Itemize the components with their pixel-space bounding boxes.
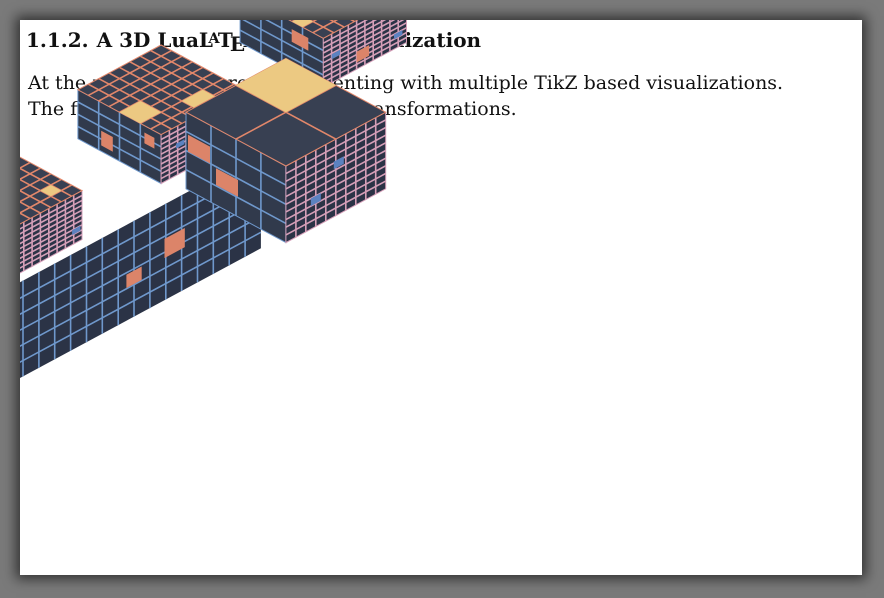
cube-middle-top-gridline bbox=[87, 49, 172, 97]
cube-front-left-gridline bbox=[185, 168, 287, 225]
cube-right-right-gridline bbox=[322, 22, 407, 69]
section-title-prefix: A 3D Lua bbox=[96, 28, 199, 52]
cube-front-right-gridline bbox=[285, 149, 387, 206]
cube-front-right-gridline bbox=[285, 119, 387, 175]
cube-right-top-highlight bbox=[292, 20, 313, 28]
cube-front-top-highlight bbox=[236, 58, 336, 113]
lower-block-front-gridline bbox=[20, 231, 262, 364]
lower-block-highlight bbox=[164, 228, 185, 259]
cube-front-right-gridline bbox=[285, 172, 387, 228]
cube-right-right-gridline bbox=[322, 20, 387, 54]
cube-right-left-gridline bbox=[242, 20, 324, 64]
cube-right-left-highlight bbox=[291, 29, 309, 51]
cube-left-right-gridline bbox=[20, 219, 83, 255]
cube-right-top-gridline bbox=[308, 20, 335, 34]
cube-middle-left-gridline bbox=[77, 125, 162, 173]
cube-left-top-gridline bbox=[20, 189, 52, 209]
cube-right-left-gridline bbox=[239, 29, 324, 76]
cube-front-right-gridline bbox=[285, 165, 387, 221]
cube-left-right-gridline bbox=[20, 199, 83, 235]
cube-front-left-highlight bbox=[188, 134, 210, 164]
document-page: 1.1.2.A 3D LuaLATEX-based visualization … bbox=[20, 20, 862, 575]
cube-middle-left-highlight bbox=[101, 130, 113, 152]
lower-block-front-gridline bbox=[20, 199, 262, 332]
cube-right-right-gridline bbox=[322, 20, 369, 44]
cube-left-right-highlight bbox=[72, 225, 81, 236]
cube-left-top-gridline bbox=[20, 184, 72, 214]
cube-left-right-gridline bbox=[20, 209, 83, 245]
cube-right-left-gridline bbox=[264, 20, 324, 52]
cube-middle-left-gridline bbox=[77, 113, 162, 160]
cube-right-right-highlight bbox=[394, 30, 403, 40]
cube-front-left-highlight bbox=[216, 168, 238, 197]
cube-right-right-border bbox=[322, 20, 407, 89]
cube-left-right-gridline bbox=[20, 229, 83, 265]
cube-right-right-gridline bbox=[322, 20, 378, 49]
cube-middle-top-gridline bbox=[98, 55, 183, 102]
cube-front-right-gridline bbox=[285, 157, 387, 213]
cube-right-right-gridline bbox=[322, 20, 396, 59]
cube-middle-top-gridline bbox=[108, 61, 193, 108]
cube-left-top-highlight bbox=[40, 185, 62, 197]
cube-left-top-gridline bbox=[20, 167, 41, 181]
lower-block-highlight bbox=[126, 266, 142, 289]
cube-front-right-gridline bbox=[285, 126, 387, 183]
cube-right-right-gridline bbox=[322, 36, 407, 84]
lower-block-front-gridline bbox=[20, 183, 262, 316]
cube-right-right-highlight bbox=[356, 45, 370, 63]
cube-right-top-gridline bbox=[312, 20, 339, 34]
cube-left-right-gridline bbox=[20, 233, 83, 269]
cube-middle-right-highlight bbox=[176, 139, 185, 149]
lower-block-front-gridline bbox=[20, 215, 262, 348]
cube-left-right-gridline bbox=[20, 224, 83, 260]
cube-left-top-border bbox=[20, 156, 84, 225]
cube-front-right-highlight bbox=[333, 156, 344, 170]
cube-left-right-gridline bbox=[20, 194, 83, 230]
cube-front-right-highlight bbox=[310, 193, 321, 207]
cube-left-right-gridline bbox=[20, 204, 83, 240]
cube-front-right-gridline bbox=[285, 180, 387, 236]
cube-middle-top-gridline bbox=[150, 83, 235, 130]
cube-right-right-highlight bbox=[331, 49, 340, 60]
cube-middle-top-gridline bbox=[119, 66, 204, 113]
section-number: 1.1.2. bbox=[26, 28, 89, 52]
cube-left-top-gridline bbox=[20, 178, 62, 203]
cube-middle-top-highlight bbox=[181, 89, 224, 113]
cube-front-left-gridline bbox=[185, 130, 287, 186]
cube-front-left-gridline bbox=[185, 149, 287, 206]
cube-left-right-gridline bbox=[20, 214, 83, 250]
cube-left-top-gridline bbox=[20, 201, 41, 214]
cube-left-top-gridline bbox=[20, 173, 52, 192]
3d-grid-visualization bbox=[20, 20, 407, 379]
cube-front-right-gridline bbox=[285, 142, 387, 198]
cube-middle-left-highlight bbox=[144, 132, 155, 149]
